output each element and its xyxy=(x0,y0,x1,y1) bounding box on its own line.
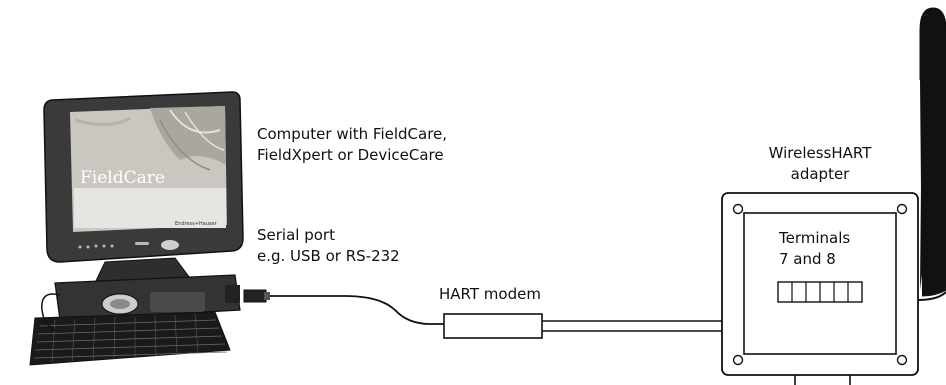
terminals-label-line1: Terminals xyxy=(779,228,850,249)
serial-plug-tip xyxy=(264,292,270,300)
serial-port-label-line1: Serial port xyxy=(257,225,400,246)
computer-label: Computer with FieldCare, FieldXpert or D… xyxy=(257,124,447,166)
computer-label-line1: Computer with FieldCare, xyxy=(257,124,447,145)
adapter-label-line2: adapter xyxy=(740,164,900,185)
keyboard-icon xyxy=(30,312,230,365)
serial-plug-icon xyxy=(244,290,266,302)
terminals-label-line2: 7 and 8 xyxy=(779,249,850,270)
serial-port-label-line2: e.g. USB or RS-232 xyxy=(257,246,400,267)
hart-modem-box xyxy=(444,314,542,338)
adapter-label: WirelessHART adapter xyxy=(740,143,900,185)
terminal-block-icon xyxy=(778,282,862,302)
screen-brand-text: Endress+Hauser xyxy=(175,221,218,227)
computer-icon: FieldCare Endress+Hauser xyxy=(44,92,243,283)
serial-port-label: Serial port e.g. USB or RS-232 xyxy=(257,225,400,267)
monitor-logo-badge xyxy=(161,240,179,250)
hart-modem-label: HART modem xyxy=(439,284,541,305)
antenna-icon xyxy=(918,8,946,300)
adapter-label-line1: WirelessHART xyxy=(740,143,900,164)
screen-logo-fieldcare: FieldCare xyxy=(80,168,165,188)
terminals-label: Terminals 7 and 8 xyxy=(779,228,850,270)
computer-label-line2: FieldXpert or DeviceCare xyxy=(257,145,447,166)
serial-cable xyxy=(270,296,445,324)
